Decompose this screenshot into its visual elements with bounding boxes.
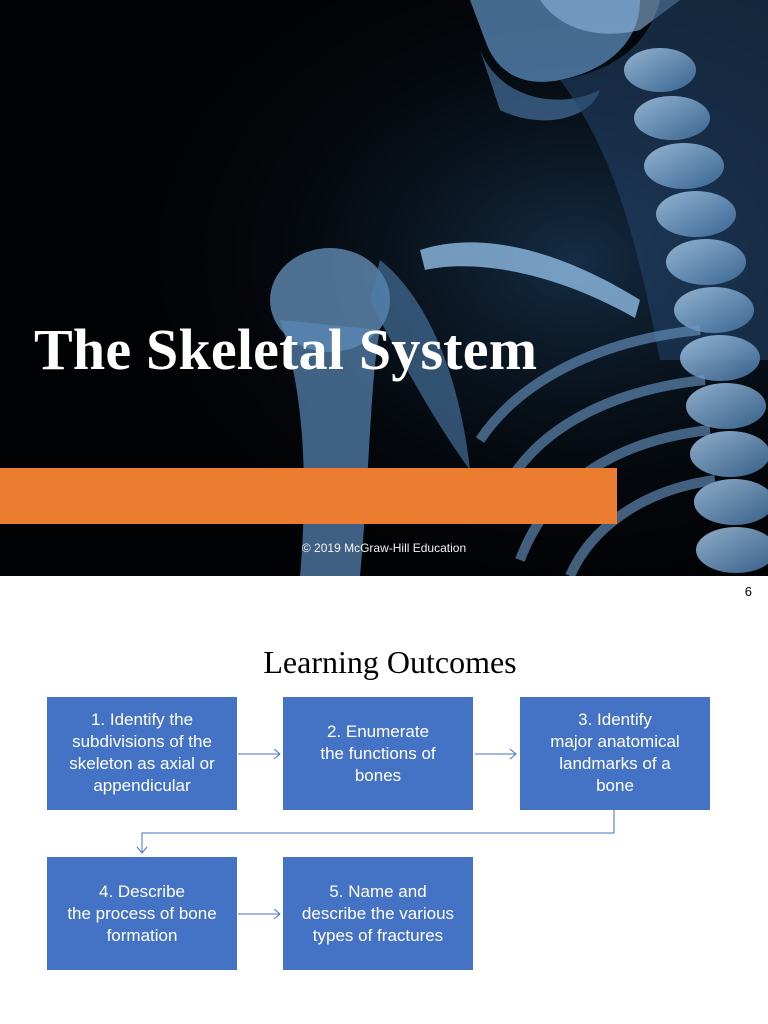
page-number: 6 — [744, 584, 752, 599]
learning-outcomes-title: Learning Outcomes — [263, 644, 517, 680]
flow-connectors — [136, 748, 615, 920]
slide-title: The Skeletal System — [34, 317, 538, 382]
copyright-notice: © 2019 McGraw-Hill Education — [301, 541, 467, 555]
accent-bar — [0, 468, 617, 524]
outcome-box-2: 2. Enumerate the functions of bones — [283, 697, 473, 810]
outcome-box-3: 3. Identify major anatomical landmarks o… — [520, 697, 710, 810]
learning-outcomes-slide: 6 Learning Outcomes 1. Identify the subd… — [0, 576, 768, 1024]
title-slide: The Skeletal System © 2019 McGraw-Hill E… — [0, 0, 768, 576]
outcome-box-4: 4. Describe the process of bone formatio… — [47, 857, 237, 970]
outcome-box-1: 1. Identify the subdivisions of the skel… — [47, 697, 237, 810]
outcome-box-5: 5. Name and describe the various types o… — [283, 857, 473, 970]
